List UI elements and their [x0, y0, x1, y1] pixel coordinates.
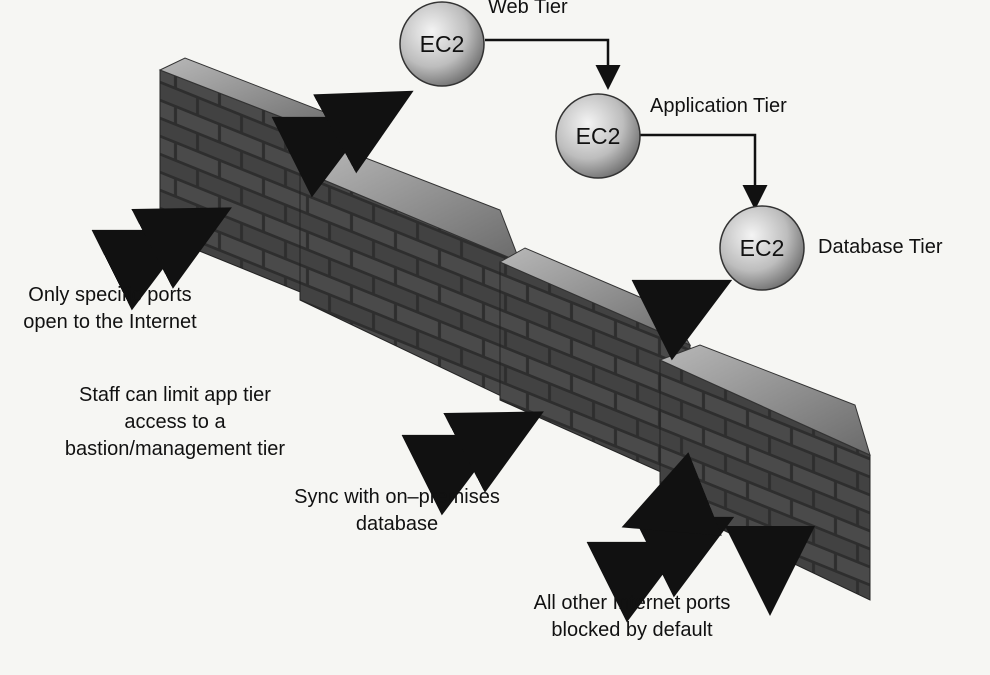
- ec2-node-db: EC2: [719, 205, 805, 291]
- traffic-arrows: [91, 90, 815, 623]
- arrow-db-1: [631, 279, 733, 361]
- annotation-sync: Sync with on–premises database: [272, 484, 522, 538]
- wall-segment-4: [658, 344, 871, 601]
- arrow-inbound-1: [91, 229, 193, 311]
- arrow-inbound-2: [131, 207, 232, 289]
- ec2-node-web: EC2: [399, 1, 485, 87]
- annotation-line: Staff can limit app tier: [79, 384, 271, 406]
- annotation-line: database: [355, 513, 439, 535]
- annotation-line: All other Internet ports: [533, 592, 731, 614]
- annotation-line: open to the Internet: [23, 311, 197, 333]
- arrow-blocked-2: [633, 516, 735, 598]
- arrow-blocked-1: [586, 541, 688, 623]
- annotation-specific-ports: Only specific ports open to the Internet: [0, 282, 220, 336]
- svg-text:EC2: EC2: [420, 31, 465, 57]
- arrow-sync-1: [401, 434, 503, 516]
- connector-app-to-db: [640, 133, 768, 210]
- annotation-line: bastion/management tier: [64, 438, 286, 460]
- arrow-sync-2: [443, 411, 544, 493]
- annotation-staff-limit: Staff can limit app tier access to a bas…: [40, 382, 310, 463]
- arrow-web-2: [313, 90, 414, 174]
- annotation-line: Sync with on–premises: [294, 486, 500, 508]
- annotation-line: Only specific ports: [28, 284, 192, 306]
- ec2-node-app: EC2: [555, 93, 641, 179]
- arrow-blocked-back: [621, 452, 722, 536]
- svg-text:EC2: EC2: [576, 123, 621, 149]
- tier-label-web: Web Tier: [488, 0, 568, 18]
- tier-label-db: Database Tier: [818, 236, 943, 258]
- svg-text:EC2: EC2: [740, 235, 785, 261]
- connector-web-to-app: [485, 38, 621, 90]
- wall-segment-2: [298, 120, 521, 406]
- annotation-line: blocked by default: [551, 619, 713, 641]
- tier-label-app: Application Tier: [650, 95, 787, 117]
- annotation-blocked: All other Internet ports blocked by defa…: [492, 590, 772, 644]
- annotation-line: access to a: [124, 411, 226, 433]
